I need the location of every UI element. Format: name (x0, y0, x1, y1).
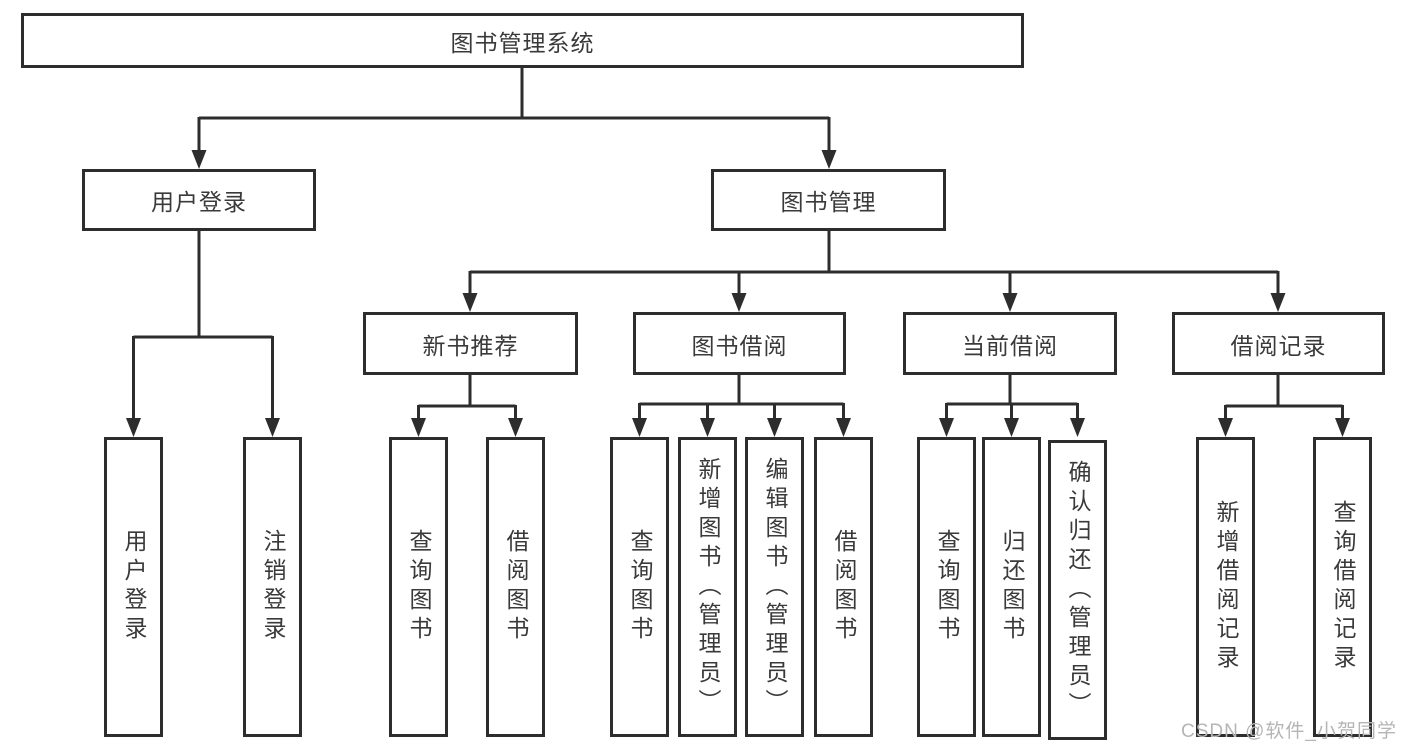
node-borrow-record: 借阅记录 (1172, 312, 1385, 375)
node-book-borrow: 图书借阅 (633, 312, 846, 375)
connector-login-to-leaves (132, 231, 274, 419)
leaf-borrow-book-2: 借阅图书 (814, 437, 873, 737)
node-root-label: 图书管理系统 (450, 29, 595, 56)
leaf-query-borrow-record: 查询借阅记录 (1313, 437, 1372, 737)
arrowheads-level2 (191, 150, 837, 169)
node-current-borrow: 当前借阅 (903, 312, 1117, 375)
leaf-query-book-3-label: 查询图书 (934, 529, 960, 645)
leaf-logout: 注销登录 (243, 437, 302, 737)
connector-borrow-to-leaves (638, 375, 845, 419)
leaf-add-book-admin: 新增图书（管理员） (678, 437, 737, 737)
leaf-query-book-2-label: 查询图书 (627, 529, 653, 645)
leaf-borrow-book-1: 借阅图书 (486, 437, 545, 737)
connector-newbook-to-leaves (417, 375, 517, 419)
leaf-query-book-2: 查询图书 (610, 437, 669, 737)
leaf-edit-book-admin-label: 编辑图书（管理员） (762, 456, 788, 718)
node-user-login: 用户登录 (82, 169, 316, 231)
arrowheads-level3 (462, 293, 1286, 312)
node-book-management: 图书管理 (711, 169, 946, 231)
leaf-query-book-3: 查询图书 (917, 437, 976, 737)
leaf-add-borrow-record: 新增借阅记录 (1196, 437, 1255, 737)
leaf-add-borrow-record-label: 新增借阅记录 (1213, 500, 1239, 674)
leaf-return-book-label: 归还图书 (999, 529, 1025, 645)
arrowheads-borrow-leaves (632, 418, 851, 437)
arrowheads-newbook-leaves (411, 418, 523, 437)
leaf-borrow-book-2-label: 借阅图书 (831, 529, 857, 645)
connector-mgmt-to-level3 (468, 231, 1280, 294)
connector-current-to-leaves (945, 375, 1079, 419)
connector-root-to-level2 (197, 68, 831, 151)
leaf-query-book-1-label: 查询图书 (406, 529, 432, 645)
watermark-text: CSDN @软件_小贺同学 (1181, 721, 1397, 742)
node-book-management-label: 图书管理 (780, 189, 877, 215)
node-current-borrow-label: 当前借阅 (962, 332, 1058, 359)
node-user-login-label: 用户登录 (151, 189, 247, 215)
leaf-add-book-admin-label: 新增图书（管理员） (695, 456, 721, 718)
leaf-confirm-return-admin: 确认归还（管理员） (1048, 440, 1107, 740)
leaf-user-login: 用户登录 (104, 437, 163, 737)
leaf-query-book-1: 查询图书 (389, 437, 448, 737)
leaf-logout-label: 注销登录 (260, 529, 286, 645)
leaf-user-login-label: 用户登录 (121, 529, 147, 645)
leaf-confirm-return-admin-label: 确认归还（管理员） (1065, 459, 1091, 721)
node-new-book-recommend: 新书推荐 (363, 312, 578, 375)
node-borrow-record-label: 借阅记录 (1230, 332, 1327, 359)
arrowheads-login-leaves (126, 418, 280, 437)
node-new-book-recommend-label: 新书推荐 (422, 332, 519, 359)
leaf-query-borrow-record-label: 查询借阅记录 (1330, 500, 1356, 674)
leaf-edit-book-admin: 编辑图书（管理员） (745, 437, 804, 737)
connector-record-to-leaves (1224, 375, 1344, 419)
arrowheads-record-leaves (1218, 418, 1350, 437)
leaf-return-book: 归还图书 (982, 437, 1041, 737)
node-root: 图书管理系统 (21, 13, 1024, 68)
arrowheads-current-leaves (939, 418, 1085, 437)
node-book-borrow-label: 图书借阅 (691, 332, 788, 359)
leaf-borrow-book-1-label: 借阅图书 (503, 529, 529, 645)
